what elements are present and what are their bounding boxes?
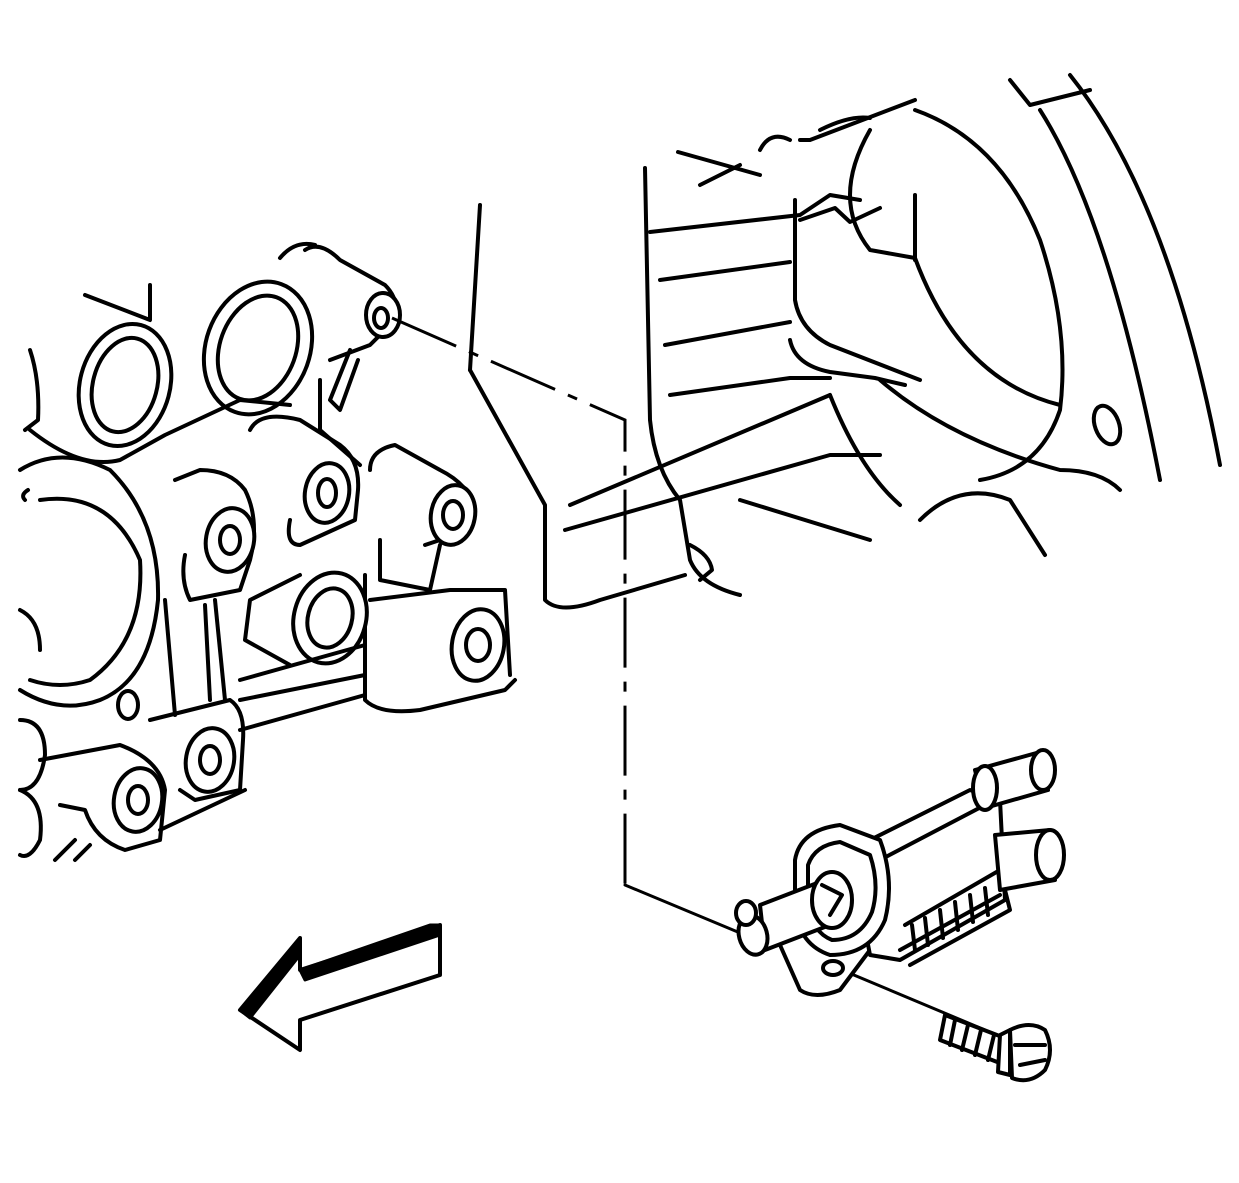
intake-manifold-surface (468, 73, 1222, 610)
direction-arrow (238, 923, 442, 1052)
engine-block-housing (18, 241, 517, 862)
mounting-bolt (938, 1013, 1052, 1083)
purge-solenoid-valve (734, 748, 1066, 997)
